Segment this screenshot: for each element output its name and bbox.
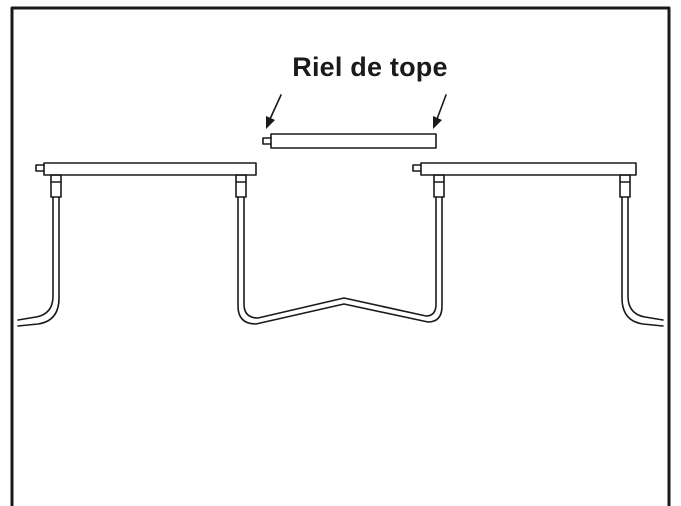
stop-rail-label: Riel de tope — [292, 52, 448, 82]
arrow-right-head — [433, 116, 442, 129]
frame-border — [10, 6, 671, 506]
arrow-left-shaft — [269, 94, 282, 120]
right-outer-leg — [619, 174, 664, 327]
right-rail — [412, 162, 637, 176]
arrow-right-shaft — [436, 94, 447, 120]
stop-rail — [262, 133, 437, 149]
arrow-left-head — [266, 116, 275, 129]
left-rail — [35, 162, 257, 176]
callout-arrows — [266, 94, 447, 129]
left-inner-leg — [235, 174, 443, 325]
right-inner-leg — [433, 174, 445, 198]
left-outer-leg — [17, 174, 62, 327]
